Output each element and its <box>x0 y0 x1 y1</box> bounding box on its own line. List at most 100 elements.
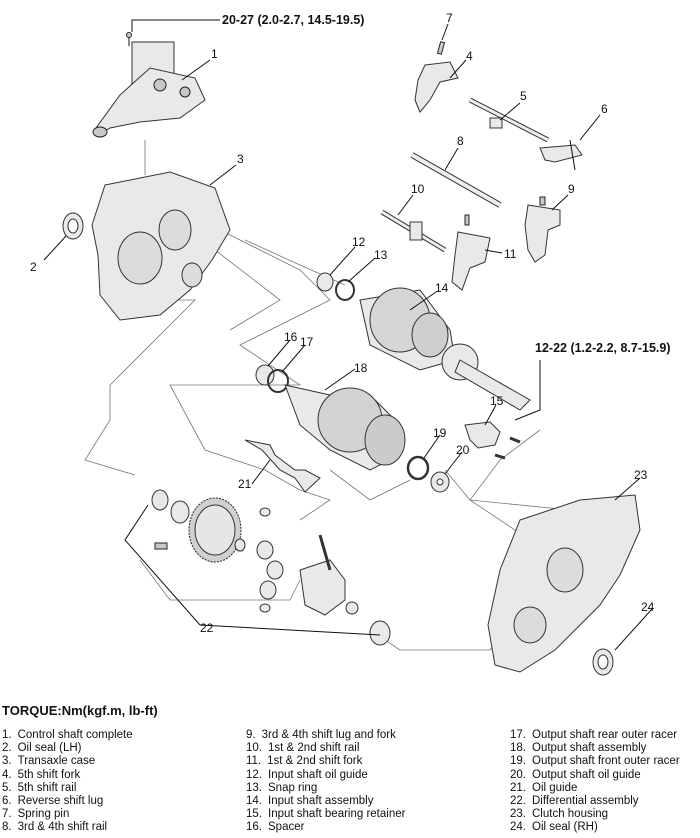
legend-item-number: 3. <box>2 755 12 768</box>
control-shaft-complete <box>92 32 206 138</box>
legend-item-label: Snap ring <box>268 781 318 794</box>
legend-item-number: 9. <box>246 729 256 741</box>
legend-item-label: Control shaft complete <box>17 729 133 741</box>
legend-item-label: Output shaft assembly <box>532 742 647 755</box>
callout-23: 23 <box>634 468 648 482</box>
callout-13: 13 <box>374 248 388 262</box>
callout-8: 8 <box>457 134 464 148</box>
legend-item-number: 11. <box>246 755 262 768</box>
legend-item-number: 16. <box>246 821 262 834</box>
legend-item-label: Spring pin <box>17 808 70 821</box>
legend-item-number: 5. <box>2 781 12 794</box>
legend-item-number: 8. <box>2 821 12 834</box>
differential-assembly <box>151 489 391 646</box>
oil-guide <box>244 439 321 493</box>
callout-20: 20 <box>456 443 470 457</box>
torque-units-title: TORQUE:Nm(kgf.m, lb-ft) <box>2 703 158 718</box>
legend-item-number: 4. <box>2 768 12 781</box>
oil-seal-lh <box>62 212 84 240</box>
callout-12: 12 <box>352 235 366 249</box>
callout-22: 22 <box>200 621 214 635</box>
legend-item: 24.Oil seal (RH) <box>510 821 680 834</box>
legend-item-label: 3rd & 4th shift rail <box>17 821 108 834</box>
legend-item: 13. Snap ring <box>246 782 405 795</box>
callout-7: 7 <box>446 11 453 25</box>
legend-item: 5. 5th shift rail <box>2 782 133 795</box>
callout-leaders <box>43 19 653 651</box>
legend-item: 21.Oil guide <box>510 782 680 795</box>
torque-callout-right: 12-22 (1.2-2.2, 8.7-15.9) <box>535 341 671 355</box>
legend-item: 4. 5th shift fork <box>2 769 133 782</box>
legend-item-number: 1. <box>2 729 12 741</box>
legend-item-label: 5th shift rail <box>17 781 77 794</box>
output-shaft-assembly <box>284 384 406 471</box>
legend-item-number: 18. <box>510 742 526 755</box>
callout-6: 6 <box>601 102 608 116</box>
legend-item-number: 6. <box>2 795 12 808</box>
spacer-and-rear-outer-racer <box>255 364 289 393</box>
callout-5: 5 <box>520 89 527 103</box>
legend-item-label: Transaxle case <box>17 755 96 768</box>
legend-item-label: Differential assembly <box>532 795 639 808</box>
input-shaft-oil-guide-and-snap-ring <box>316 272 355 301</box>
legend-item: 20. Output shaft oil guide <box>510 769 680 782</box>
input-shaft-assembly <box>359 287 531 411</box>
legend-item: 23. Clutch housing <box>510 808 680 821</box>
legend-item-label: Oil seal (RH) <box>532 821 598 834</box>
legend-item-label: Output shaft rear outer racer <box>532 729 678 741</box>
legend-item: 9. 3rd & 4th shift lug and fork <box>246 729 405 742</box>
front-outer-racer-and-oil-guide <box>406 455 450 493</box>
legend-item: 14. Input shaft assembly <box>246 795 405 808</box>
clutch-housing <box>487 494 641 673</box>
callout-21: 21 <box>238 477 252 491</box>
callout-15: 15 <box>490 394 504 408</box>
legend-item: 11. 1st & 2nd shift fork <box>246 755 405 768</box>
legend-item-label: Input shaft assembly <box>268 795 374 808</box>
legend-item-number: 20. <box>510 768 526 781</box>
legend-item-label: Reverse shift lug <box>17 795 104 808</box>
legend-column-3: 17. Output shaft rear outer racer 18. Outpu… <box>510 729 680 835</box>
callout-10: 10 <box>411 182 425 196</box>
callout-3: 3 <box>237 152 244 166</box>
legend-item: 8. 3rd & 4th shift rail <box>2 821 133 834</box>
input-shaft-bearing-retainer <box>464 421 521 460</box>
legend-item-label: 1st & 2nd shift fork <box>267 755 363 768</box>
callout-11: 11 <box>504 247 517 261</box>
legend-item-label: Oil seal (LH) <box>17 742 82 755</box>
torque-callout-top: 20-27 (2.0-2.7, 14.5-19.5) <box>222 13 364 27</box>
legend-item: 2.Oil seal (LH) <box>2 742 133 755</box>
legend-item-number: 23. <box>510 808 526 821</box>
callout-2: 2 <box>30 260 37 274</box>
legend-item: 19.Output shaft front outer racer <box>510 755 680 768</box>
legend-item-number: 21. <box>510 781 526 794</box>
legend-item-label: 3rd & 4th shift lug and fork <box>261 729 396 741</box>
legend-item: 12.Input shaft oil guide <box>246 769 405 782</box>
legend-item: 22. Differential assembly <box>510 795 680 808</box>
legend-item-number: 22. <box>510 795 526 808</box>
legend-item-label: Output shaft oil guide <box>532 768 641 781</box>
callout-18: 18 <box>354 361 368 375</box>
legend-item-label: 5th shift fork <box>17 768 81 781</box>
callout-24: 24 <box>641 600 655 614</box>
legend-item-number: 7. <box>2 808 12 821</box>
legend-item: 18. Output shaft assembly <box>510 742 680 755</box>
callout-14: 14 <box>435 281 449 295</box>
legend-item: 16.Spacer <box>246 821 405 834</box>
legend-item-number: 17. <box>510 729 526 741</box>
legend-item: 6. Reverse shift lug <box>2 795 133 808</box>
legend-item-label: Input shaft oil guide <box>268 768 368 781</box>
legend-item-number: 13. <box>246 781 262 794</box>
legend-item-label: Clutch housing <box>532 808 609 821</box>
callout-19: 19 <box>433 426 447 440</box>
legend-item-number: 10. <box>246 742 262 755</box>
legend-item-number: 14. <box>246 795 262 808</box>
callout-9: 9 <box>568 182 575 196</box>
legend-item-number: 19. <box>510 755 526 768</box>
assembly-guide-lines <box>84 140 591 651</box>
legend-item: 3. Transaxle case <box>2 755 133 768</box>
callout-labels: 20-27 (2.0-2.7, 14.5-19.5) 12-22 (1.2-2.… <box>30 11 671 635</box>
callout-4: 4 <box>466 49 473 63</box>
